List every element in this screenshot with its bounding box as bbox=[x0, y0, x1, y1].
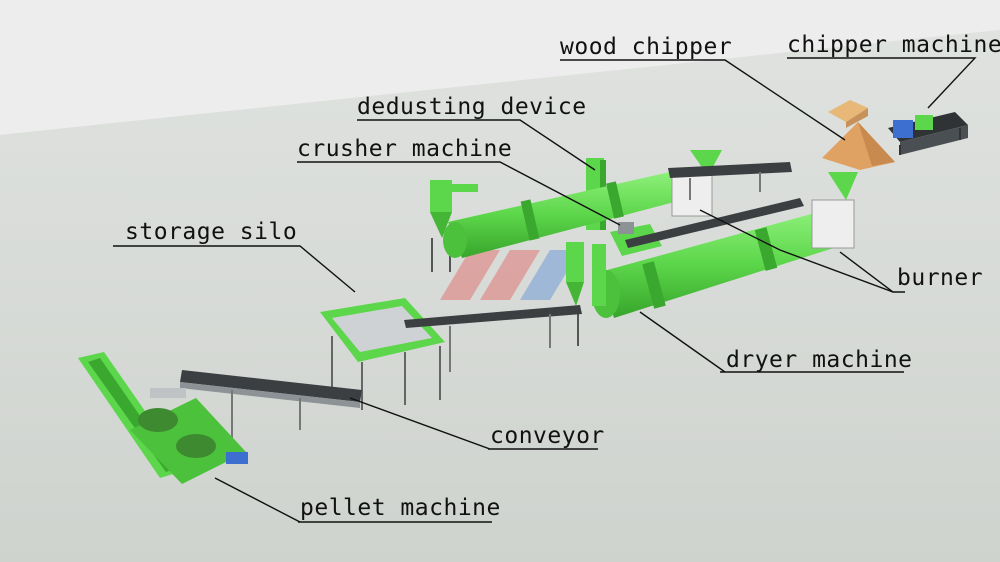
label-wood-chipper: wood chipper bbox=[560, 34, 733, 60]
label-burner: burner bbox=[897, 265, 984, 291]
pellet-machine bbox=[78, 352, 248, 484]
leader-lines bbox=[113, 57, 977, 523]
sawdust-pile bbox=[822, 122, 895, 170]
label-dedusting-device: dedusting device bbox=[357, 94, 587, 120]
label-crusher-machine: crusher machine bbox=[297, 136, 513, 162]
upper-dryer-drum bbox=[443, 172, 682, 258]
silo-infeed-conveyor bbox=[404, 305, 582, 372]
upper-burner bbox=[671, 150, 722, 217]
label-pellet-machine: pellet machine bbox=[300, 495, 501, 521]
crusher-conveyor bbox=[625, 198, 804, 248]
storage-silo bbox=[320, 298, 445, 410]
lower-burner bbox=[811, 172, 858, 249]
label-conveyor: conveyor bbox=[490, 423, 605, 449]
label-dryer-machine: dryer machine bbox=[726, 347, 913, 373]
label-storage-silo: storage silo bbox=[125, 219, 298, 245]
label-chipper-machine: chipper machine bbox=[787, 32, 1000, 58]
watermark-logo bbox=[440, 250, 580, 300]
upper-conveyor bbox=[668, 162, 792, 200]
chipper-machine bbox=[888, 112, 968, 155]
log-pile bbox=[828, 100, 868, 128]
